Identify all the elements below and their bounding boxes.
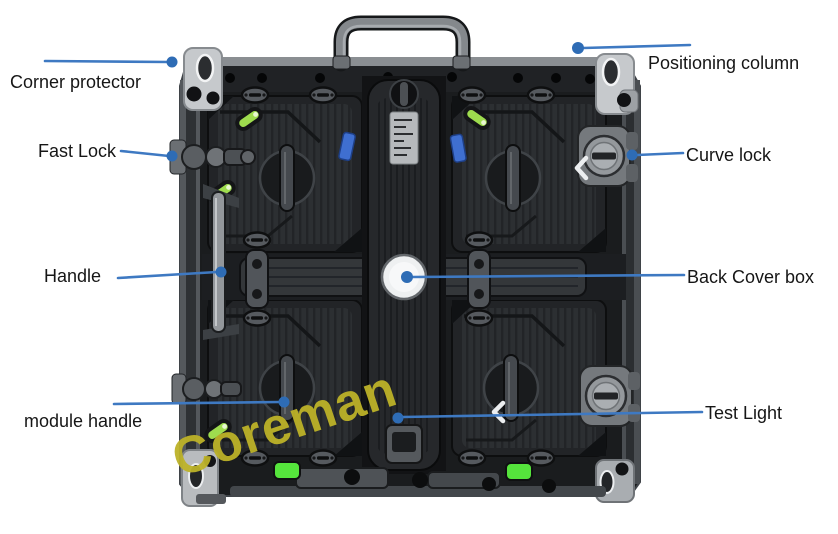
top-handle [332,15,471,72]
label-fast-lock: Fast Lock [38,141,117,161]
callout-dot-corner-protector [166,56,178,68]
chevron-icon [491,400,506,424]
blue-clip-right [449,133,467,163]
positioning-column-bracket [595,53,639,115]
callout-line-fast-lock [119,149,171,158]
callout-dot-positioning-column [572,42,584,54]
test-light-indicator [273,461,301,480]
callout-line-positioning-column [581,43,692,50]
callout-line-corner-protector [43,59,171,64]
callout-line-handle [116,270,219,280]
label-positioning-column: Positioning column [648,53,800,73]
callout-dot-test-light [392,412,404,424]
blue-clips [338,131,467,163]
label-curve-lock: Curve lock [686,145,772,165]
callout-dot-handle [215,266,227,278]
corner-protector-top-left [183,47,223,111]
label-handle: Handle [44,266,102,286]
callout-line-module-handle [112,400,282,406]
blue-clip-left [338,131,356,162]
connector-plate-left [245,249,269,309]
fast-lock-top [169,139,256,175]
callout-dot-curve-lock [626,149,638,161]
curve-lock-bottom [578,364,642,428]
test-light-indicator [505,462,533,481]
label-back-cover-box: Back Cover box [687,267,815,287]
fast-lock-bottom [171,373,242,405]
callout-line-back-cover-box [410,273,686,279]
label-module-handle: module handle [24,411,143,431]
callout-dot-fast-lock [166,150,178,162]
callouts [43,42,704,424]
back-cover-box [362,76,446,474]
label-test-light: Test Light [705,403,783,423]
callout-dot-module-handle [278,396,290,408]
corner-foot-bottom-left [181,449,226,507]
bottom-edge [230,461,606,497]
callout-line-test-light [401,410,704,419]
label-plate [389,111,419,165]
callout-line-curve-lock [635,151,685,157]
callout-dot-back-cover-box [401,271,413,283]
label-corner-protector: Corner protector [10,72,142,92]
test-light-housing [385,424,423,464]
connector-plate-right [467,249,491,309]
cabinet-handle [203,184,239,340]
chevron-icon [574,155,589,181]
